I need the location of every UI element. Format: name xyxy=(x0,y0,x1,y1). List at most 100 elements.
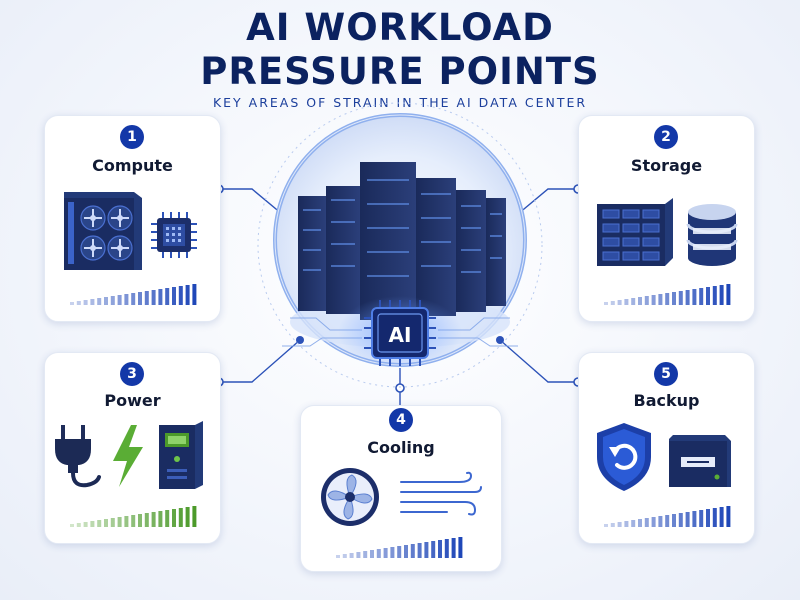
airflow-icon xyxy=(400,471,482,516)
meter-bar xyxy=(617,522,622,527)
meter-bar xyxy=(644,296,649,305)
load-meter xyxy=(604,284,731,305)
meter-bar xyxy=(185,507,190,527)
meter-bar xyxy=(617,300,622,305)
meter-bar xyxy=(404,545,408,558)
meter-bar xyxy=(458,537,463,558)
meter-bar xyxy=(706,509,710,527)
meter-bar xyxy=(706,287,710,305)
meter-bar xyxy=(172,509,176,527)
meter-bar xyxy=(165,288,170,305)
meter-bar xyxy=(158,289,163,305)
meter-bar xyxy=(131,515,136,527)
meter-bar xyxy=(624,299,629,305)
meter-bar xyxy=(719,507,724,527)
meter-bar xyxy=(151,512,156,527)
meter-bar xyxy=(376,549,381,558)
meter-bar xyxy=(685,290,690,305)
meter-bar xyxy=(70,302,74,305)
connector-backup xyxy=(499,339,578,383)
meter-bar xyxy=(76,523,81,527)
meter-bar xyxy=(178,286,183,305)
meter-bar xyxy=(658,516,663,527)
meter-bar xyxy=(185,285,190,305)
meter-bar xyxy=(692,289,697,305)
badge-number: 2 xyxy=(654,125,678,149)
processor-chip-icon xyxy=(151,212,197,258)
meter-bar xyxy=(631,298,636,305)
meter-bar xyxy=(410,544,415,558)
meter-bar xyxy=(451,538,456,558)
meter-bar xyxy=(610,523,615,527)
meter-bar xyxy=(685,512,690,527)
meter-bar xyxy=(712,286,717,305)
database-icon xyxy=(686,204,738,266)
meter-bar xyxy=(651,517,656,527)
ai-chip-icon: AI xyxy=(364,300,436,366)
meter-bar xyxy=(665,515,670,527)
meter-bar xyxy=(678,291,683,305)
meter-bar xyxy=(638,297,642,305)
meter-bar xyxy=(117,295,122,305)
meter-bar xyxy=(104,519,108,527)
load-meter xyxy=(70,506,197,527)
meter-bar xyxy=(349,553,354,558)
load-meter xyxy=(336,537,463,558)
gpu-server-icon xyxy=(64,192,142,270)
meter-bar xyxy=(178,508,183,527)
meter-bar xyxy=(97,520,102,527)
connector-compute xyxy=(219,188,283,215)
cooling-fan-icon xyxy=(321,468,379,526)
badge-number: 1 xyxy=(120,125,144,149)
card-label: Backup xyxy=(633,391,700,410)
meter-bar xyxy=(397,546,402,558)
meter-bar xyxy=(719,285,724,305)
meter-bar xyxy=(692,511,697,527)
meter-bar xyxy=(624,521,629,527)
meter-bar xyxy=(356,552,361,558)
title-line-1: AI WORKLOAD xyxy=(246,6,554,49)
card-label: Power xyxy=(104,391,161,410)
meter-bar xyxy=(665,293,670,305)
storage-array-icon xyxy=(597,198,673,266)
meter-bar xyxy=(144,513,149,527)
meter-bar xyxy=(658,294,663,305)
ai-chip-label: AI xyxy=(389,323,412,347)
meter-bar xyxy=(131,293,136,305)
meter-bar xyxy=(144,291,149,305)
meter-bar xyxy=(70,524,74,527)
meter-bar xyxy=(699,288,704,305)
connector-power xyxy=(219,339,301,383)
badge-number: 5 xyxy=(654,362,678,386)
card-backup: 5 Backup xyxy=(578,352,755,544)
meter-bar xyxy=(726,284,731,305)
meter-bar xyxy=(117,517,122,527)
card-storage: 2 Storage xyxy=(578,115,755,322)
card-label: Storage xyxy=(630,156,703,175)
meter-bar xyxy=(90,521,95,527)
meter-bar xyxy=(672,514,676,527)
badge-number: 3 xyxy=(120,362,144,386)
meter-bar xyxy=(672,292,676,305)
subtitle: KEY AREAS OF STRAIN IN THE AI DATA CENTE… xyxy=(212,95,588,110)
restore-shield-icon xyxy=(597,423,651,491)
meter-bar xyxy=(336,555,340,558)
meter-bar xyxy=(726,506,731,527)
meter-bar xyxy=(363,551,368,558)
meter-bar xyxy=(383,548,388,558)
card-label: Compute xyxy=(92,156,173,175)
card-cooling: 4 Cooling xyxy=(300,405,502,572)
meter-bar xyxy=(124,294,129,305)
meter-bar xyxy=(83,300,88,305)
load-meter xyxy=(604,506,731,527)
meter-bar xyxy=(192,284,197,305)
meter-bar xyxy=(76,301,81,305)
meter-bar xyxy=(151,290,156,305)
meter-bar xyxy=(370,550,374,558)
meter-bar xyxy=(138,514,142,527)
title-line-2: PRESSURE POINTS xyxy=(200,50,600,93)
meter-bar xyxy=(678,513,683,527)
meter-bar xyxy=(417,543,422,558)
